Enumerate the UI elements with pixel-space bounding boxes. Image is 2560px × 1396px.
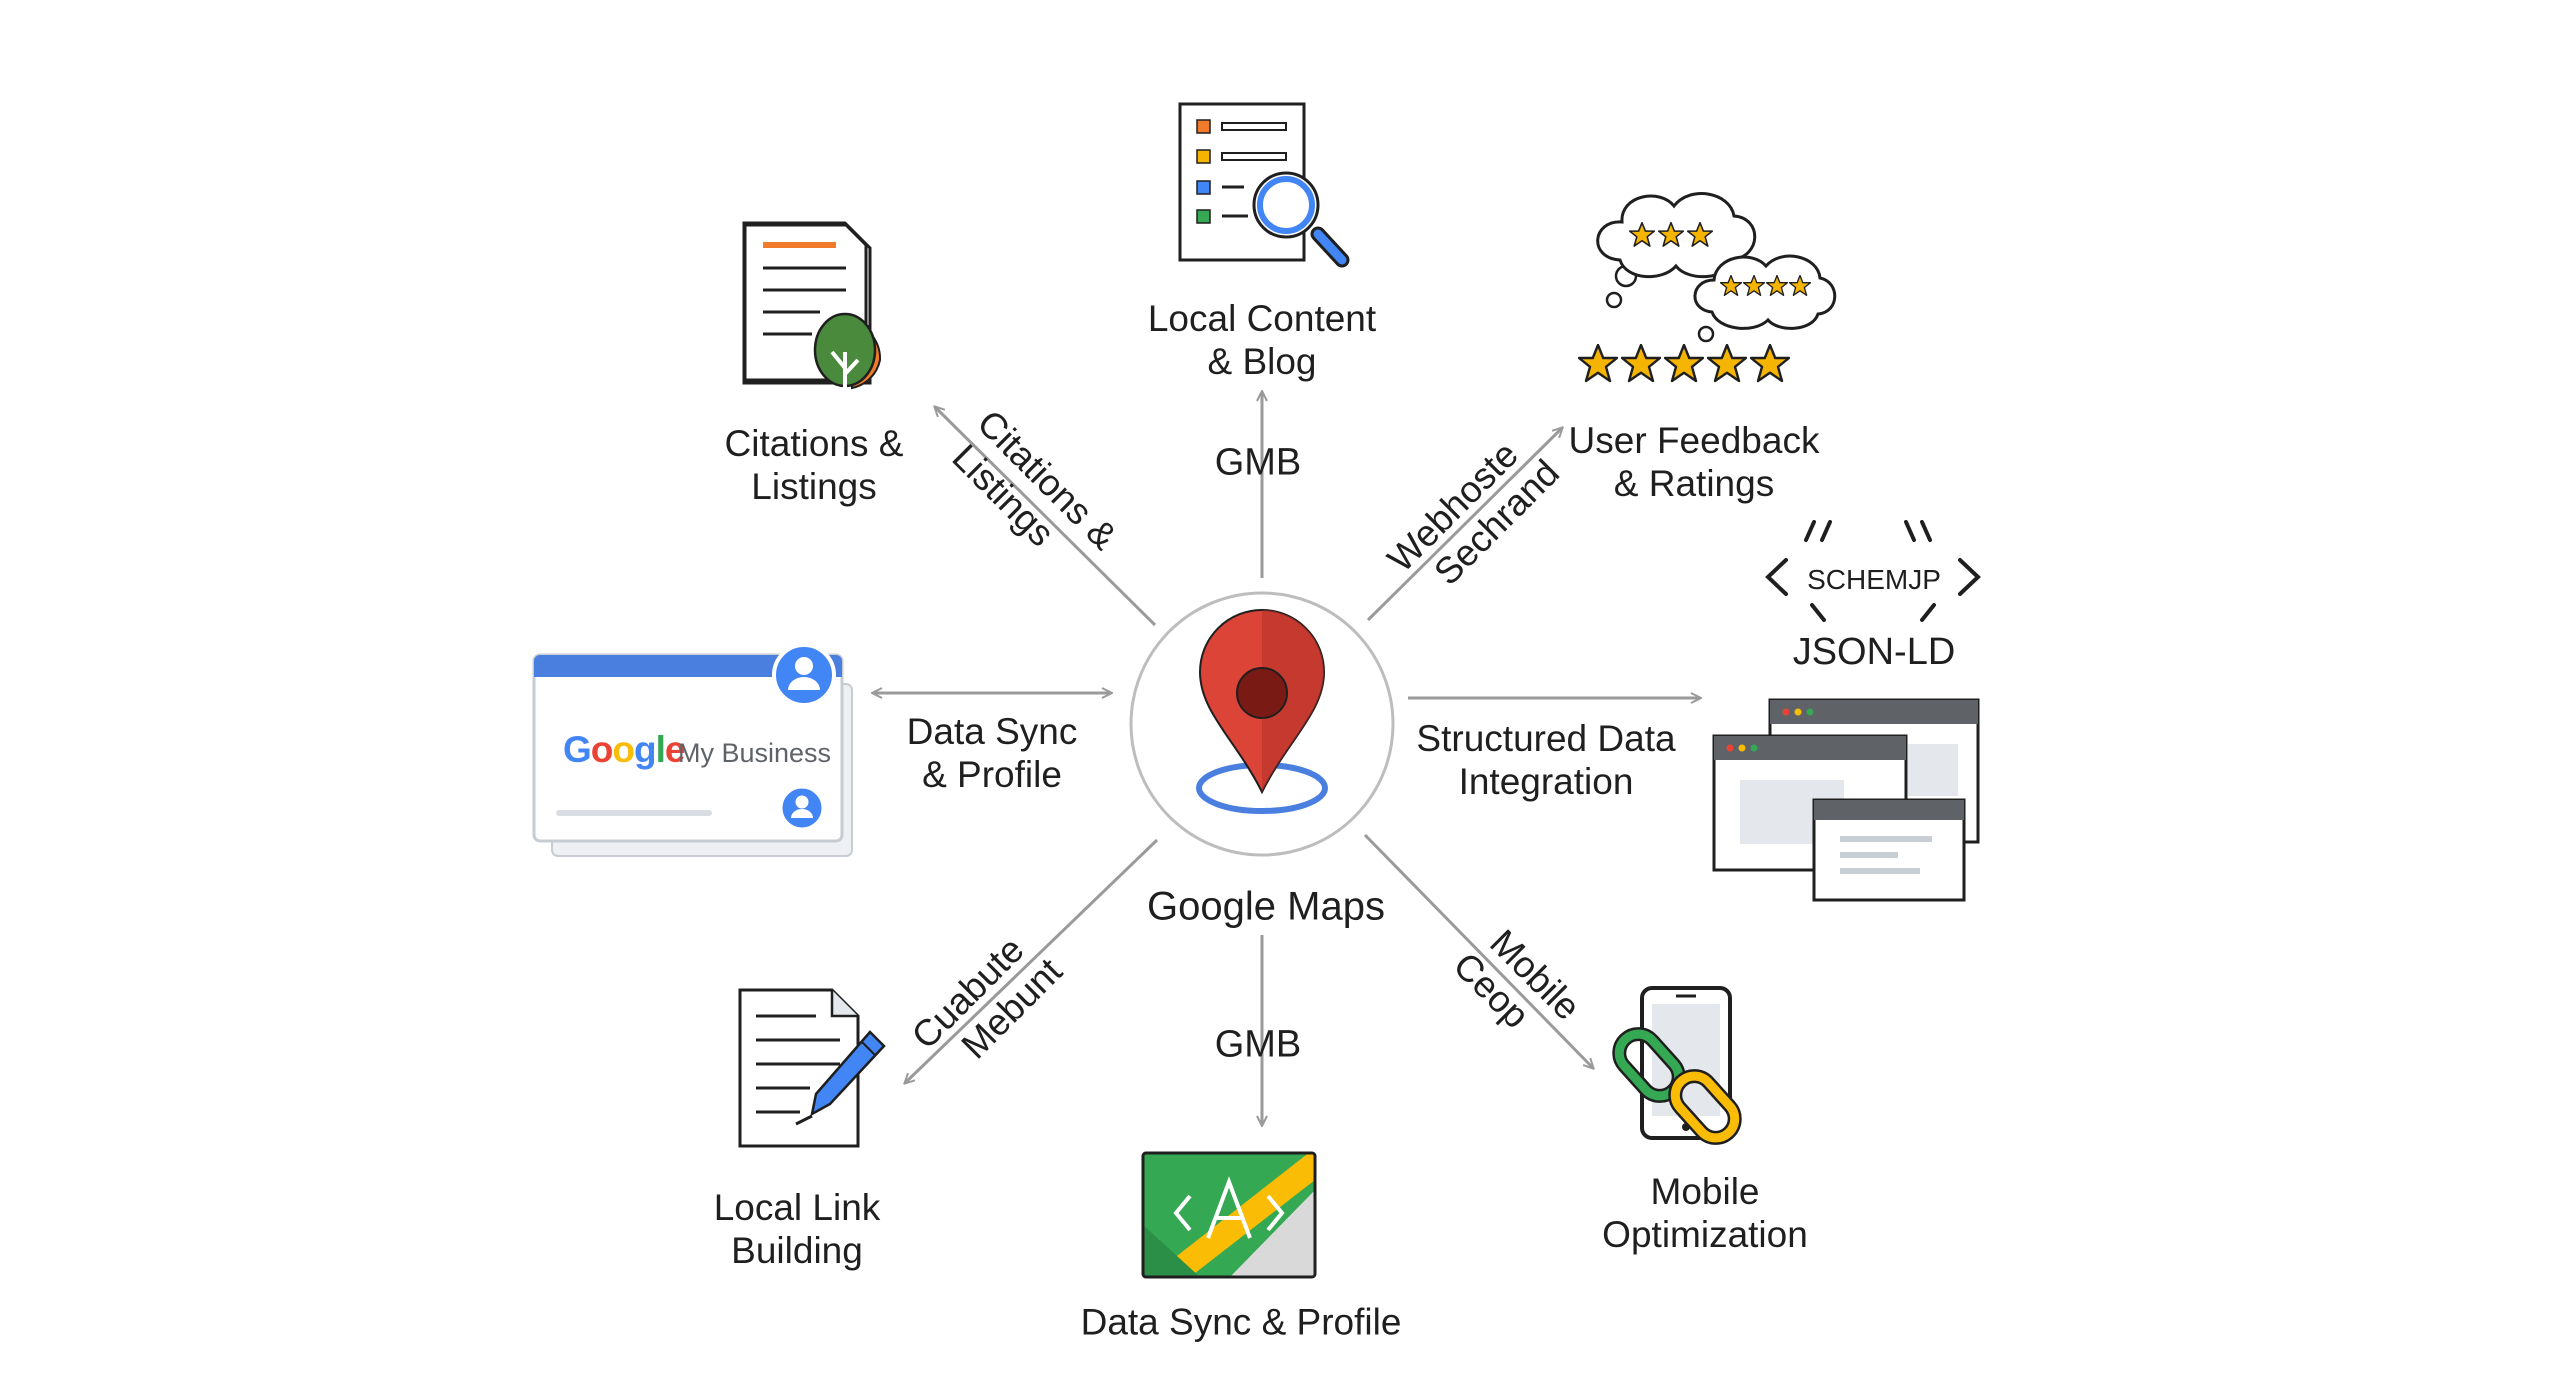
line: & Blog [1207,341,1317,382]
avatar-icon [772,643,836,707]
center-label-google-maps: Google Maps [1147,884,1385,929]
google-maps-pin-icon [1129,591,1395,857]
line: Listings [751,466,877,507]
document-pen-icon [738,988,886,1148]
code-brackets-icon [1765,520,1981,622]
node-label-citations: Citations & Listings [725,422,904,508]
browser-windows-icon [1712,698,1980,902]
maps-code-tile-icon [1141,1151,1317,1279]
node-label-mobile: Mobile Optimization [1602,1170,1808,1256]
avatar-icon [779,785,825,831]
line: Integration [1458,761,1634,802]
node-label-data-sync-bottom: Data Sync & Profile [1080,1301,1402,1343]
line: Citations & [724,423,904,464]
google-logo-text: Google [563,729,685,770]
rating-stars-icon [1578,192,1837,383]
node-label-local-link: Local Link Building [714,1186,881,1272]
line: Data Sync [906,711,1078,752]
document-search-icon [1178,102,1350,268]
my-business-text: My Business [678,738,831,768]
line: & Ratings [1613,463,1775,504]
line: Local Link [713,1187,881,1228]
arrow-label-bottom: GMB [1214,1023,1302,1066]
google-my-business-card: Google My Business [532,643,853,857]
line: Local Content [1147,298,1377,339]
node-label-structured-data: Structured Data Integration [1416,717,1675,803]
line: Optimization [1602,1214,1808,1255]
arrow-to-user-feedback [1366,428,1562,622]
arrow-to-mobile [1363,833,1593,1068]
json-ld-label: JSON-LD [1793,631,1956,673]
line: Mobile [1650,1171,1760,1212]
phone-link-icon [1612,986,1742,1145]
connectors [873,392,1700,1125]
line: Building [731,1230,863,1271]
node-label-gmb-profile: Data Sync & Profile [907,710,1078,796]
document-tree-icon [742,221,882,396]
schema-code-tag: SCHEMJP [1807,564,1941,595]
line: Structured Data [1416,718,1676,759]
node-label-local-content: Local Content & Blog [1148,297,1376,383]
arrow-to-citations [935,407,1157,627]
node-label-user-feedback: User Feedback & Ratings [1569,419,1820,505]
line: User Feedback [1568,420,1820,461]
arrow-to-local-link [905,838,1159,1083]
line: & Profile [922,754,1062,795]
arrow-label-top: GMB [1214,441,1302,484]
